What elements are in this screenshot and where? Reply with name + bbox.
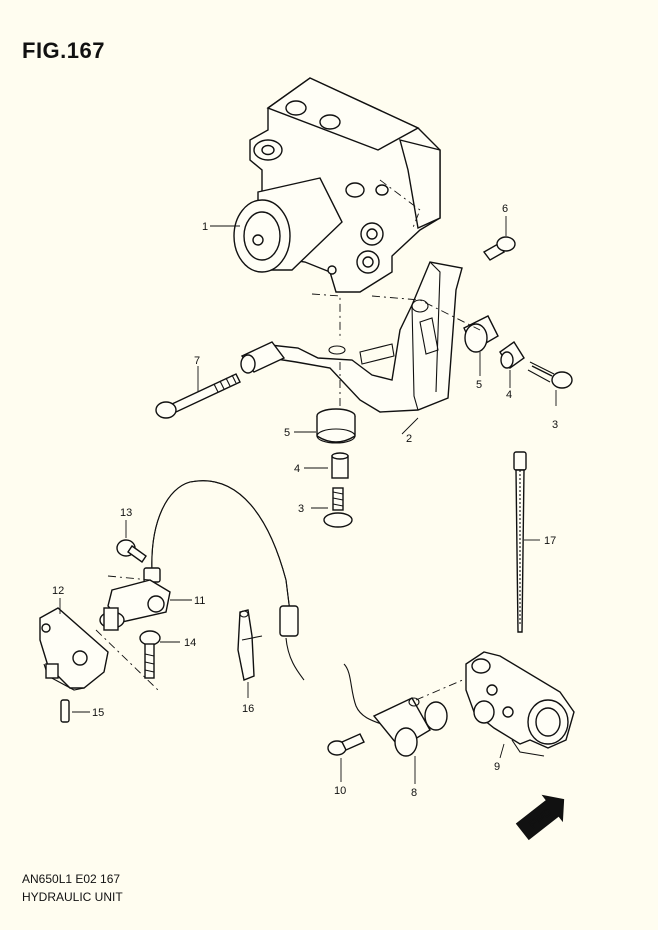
cable-tie [513,451,527,633]
model-code: AN650L1 E02 167 [22,872,121,886]
callout-7: 7 [194,355,200,367]
forward-arrow-badge: FWD [515,794,565,841]
grommet-upper [463,315,499,353]
callout-3-upper: 3 [552,419,558,431]
pin-15 [60,699,70,723]
sensor-bracket [39,607,109,691]
callout-1: 1 [202,221,208,233]
bolt-upper-right [527,361,573,389]
bolt-13 [116,539,147,563]
callout-11: 11 [194,595,205,607]
callout-5-lower: 5 [284,427,290,439]
wheel-speed-sensor [343,663,448,757]
sensor-cable [99,480,305,681]
bolt-lower [323,487,353,528]
collar-lower [331,452,349,479]
callout-4-lower: 4 [294,463,300,475]
grommet-lower [316,408,356,444]
bracket [269,261,463,413]
bolt-14 [139,630,161,679]
hydraulic-unit [233,77,441,293]
callout-6: 6 [502,203,508,215]
callout-14: 14 [184,637,196,649]
callout-2: 2 [406,433,412,445]
callout-17: 17 [544,535,556,547]
callout-10: 10 [334,785,346,797]
section-name: HYDRAULIC UNIT [22,890,123,904]
callout-8: 8 [411,787,417,799]
sensor-mount-bracket [465,651,575,757]
long-bolt [155,341,286,419]
bolt-top-right [482,236,516,261]
figure-title: FIG.167 [22,38,105,63]
callout-12: 12 [52,585,64,597]
callout-3-lower: 3 [298,503,304,515]
callout-16: 16 [242,703,254,715]
collar-upper [499,340,525,370]
callout-15: 15 [92,707,104,719]
callout-4-upper: 4 [506,389,512,401]
callout-5-upper: 5 [476,379,482,391]
callout-9: 9 [494,761,500,773]
bolt-10 [327,733,365,756]
cable-clamp [237,609,263,681]
callout-13: 13 [120,507,132,519]
